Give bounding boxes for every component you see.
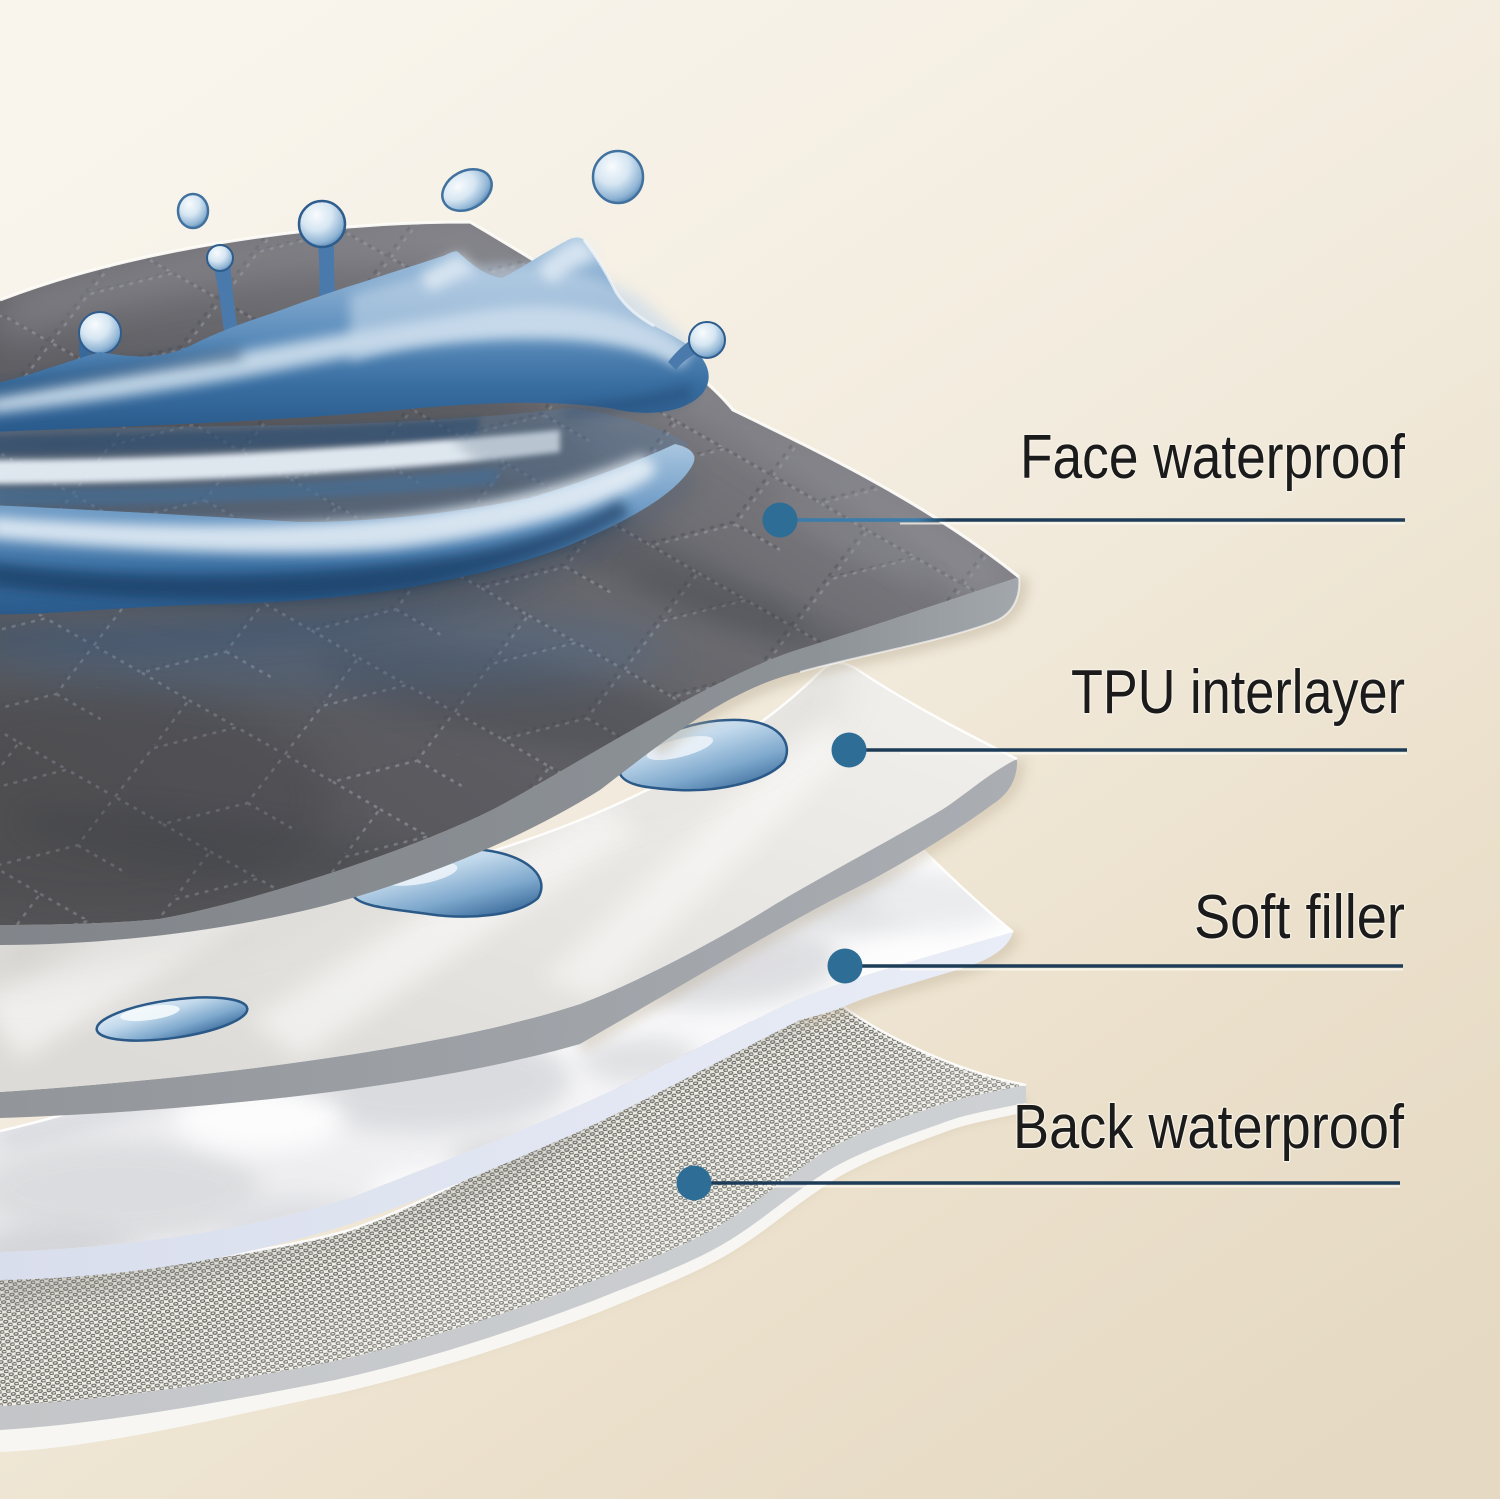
svg-text:Soft filler: Soft filler [1194, 883, 1405, 952]
svg-text:Face waterproof: Face waterproof [1020, 423, 1406, 492]
svg-text:Back waterproof: Back waterproof [1013, 1093, 1405, 1162]
svg-text:TPU interlayer: TPU interlayer [1071, 658, 1405, 727]
